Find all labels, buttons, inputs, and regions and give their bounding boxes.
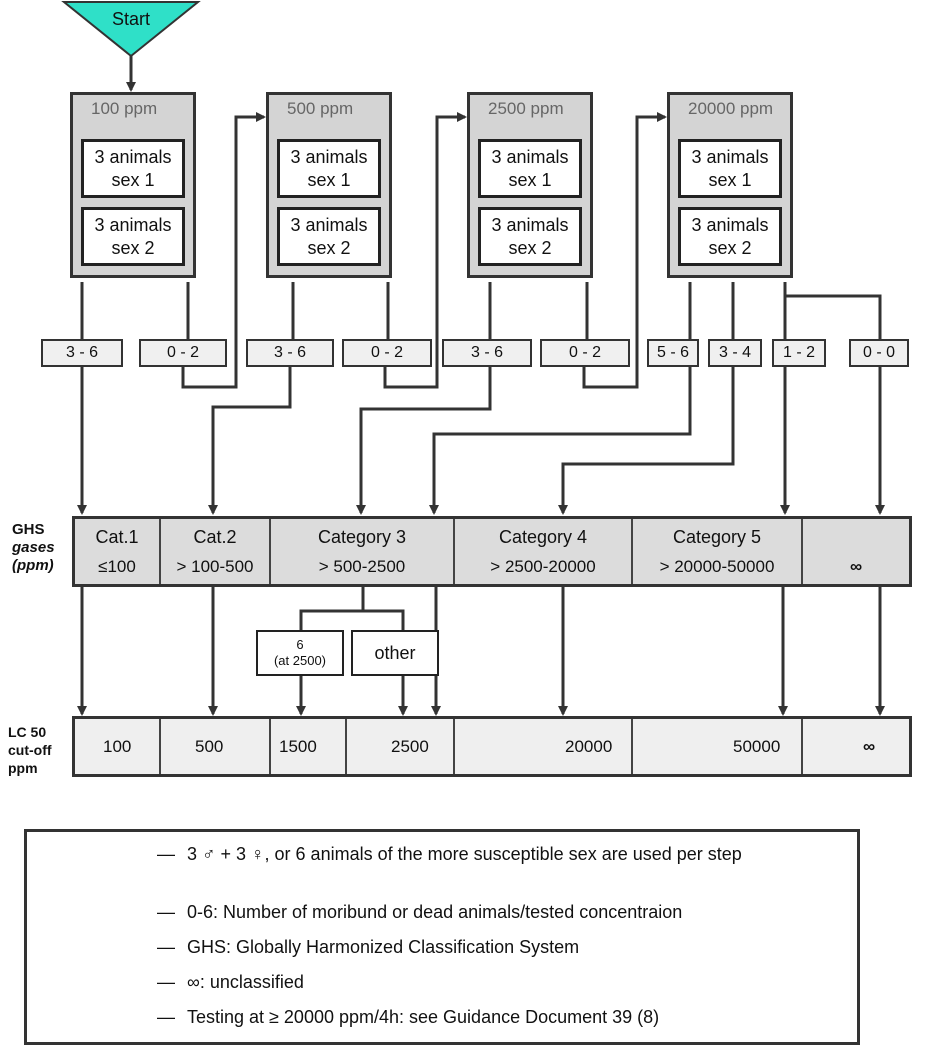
outcome-box: 3 - 6	[442, 339, 532, 367]
outcome-box: 1 - 2	[772, 339, 826, 367]
outcome-box: 5 - 6	[647, 339, 699, 367]
dose-title: 20000 ppm	[688, 99, 774, 118]
start-label: Start	[111, 9, 150, 29]
ghs-cat-5: Category 5 > 20000-50000	[633, 519, 803, 584]
dose-title: 100 ppm	[91, 99, 158, 118]
outcome-box: 3 - 4	[708, 339, 762, 367]
outcome-box: 0 - 2	[139, 339, 227, 367]
ghs-cat-3: Category 3 > 500-2500	[271, 519, 455, 584]
outcome-box: 0 - 2	[540, 339, 630, 367]
outcome-box: 0 - 0	[849, 339, 909, 367]
ghs-unclassified: ∞	[849, 557, 863, 576]
legend-item: —GHS: Globally Harmonized Classification…	[157, 937, 580, 957]
outcome-box: 3 - 6	[41, 339, 123, 367]
dose-title: 2500 ppm	[488, 99, 564, 118]
outcome-box: 0 - 2	[342, 339, 432, 367]
legend-item: —3 ♂ + 3 ♀, or 6 animals of the more sus…	[157, 844, 742, 864]
lc50-cutoff-band: 100 500 1500 2500 20000 50000 ∞	[72, 716, 912, 777]
outcome-box: 3 - 6	[246, 339, 334, 367]
lc50-cell: 500	[161, 719, 271, 774]
dose-title: 500 ppm	[287, 99, 354, 118]
lc50-cell: 50000	[633, 719, 803, 774]
lc50-label: LC 50 cut-off ppm	[8, 724, 52, 776]
legend-box: —3 ♂ + 3 ♀, or 6 animals of the more sus…	[24, 829, 860, 1045]
legend-item: —∞: unclassified	[157, 972, 304, 992]
ghs-label: GHS gases (ppm)	[12, 521, 55, 574]
legend-item: —0-6: Number of moribund or dead animals…	[157, 902, 683, 922]
start-triangle	[61, 0, 201, 58]
sub-box-other: other	[351, 630, 439, 676]
lc50-cell: 100	[75, 719, 161, 774]
ghs-cat-4: Category 4 > 2500-20000	[455, 519, 633, 584]
lc50-cell: 1500	[271, 719, 347, 774]
sub-box-six-at-2500: 6 (at 2500)	[256, 630, 344, 676]
ghs-cat-1: Cat.1 ≤100	[75, 519, 161, 584]
lc50-cell: ∞	[863, 737, 876, 756]
lc50-cell: 20000	[455, 719, 633, 774]
ghs-category-band: Cat.1 ≤100 Cat.2 > 100-500 Category 3 > …	[72, 516, 912, 587]
lc50-cell: 2500	[347, 719, 455, 774]
legend-item: —Testing at ≥ 20000 ppm/4h: see Guidance…	[157, 1007, 660, 1027]
ghs-cat-2: Cat.2 > 100-500	[161, 519, 271, 584]
